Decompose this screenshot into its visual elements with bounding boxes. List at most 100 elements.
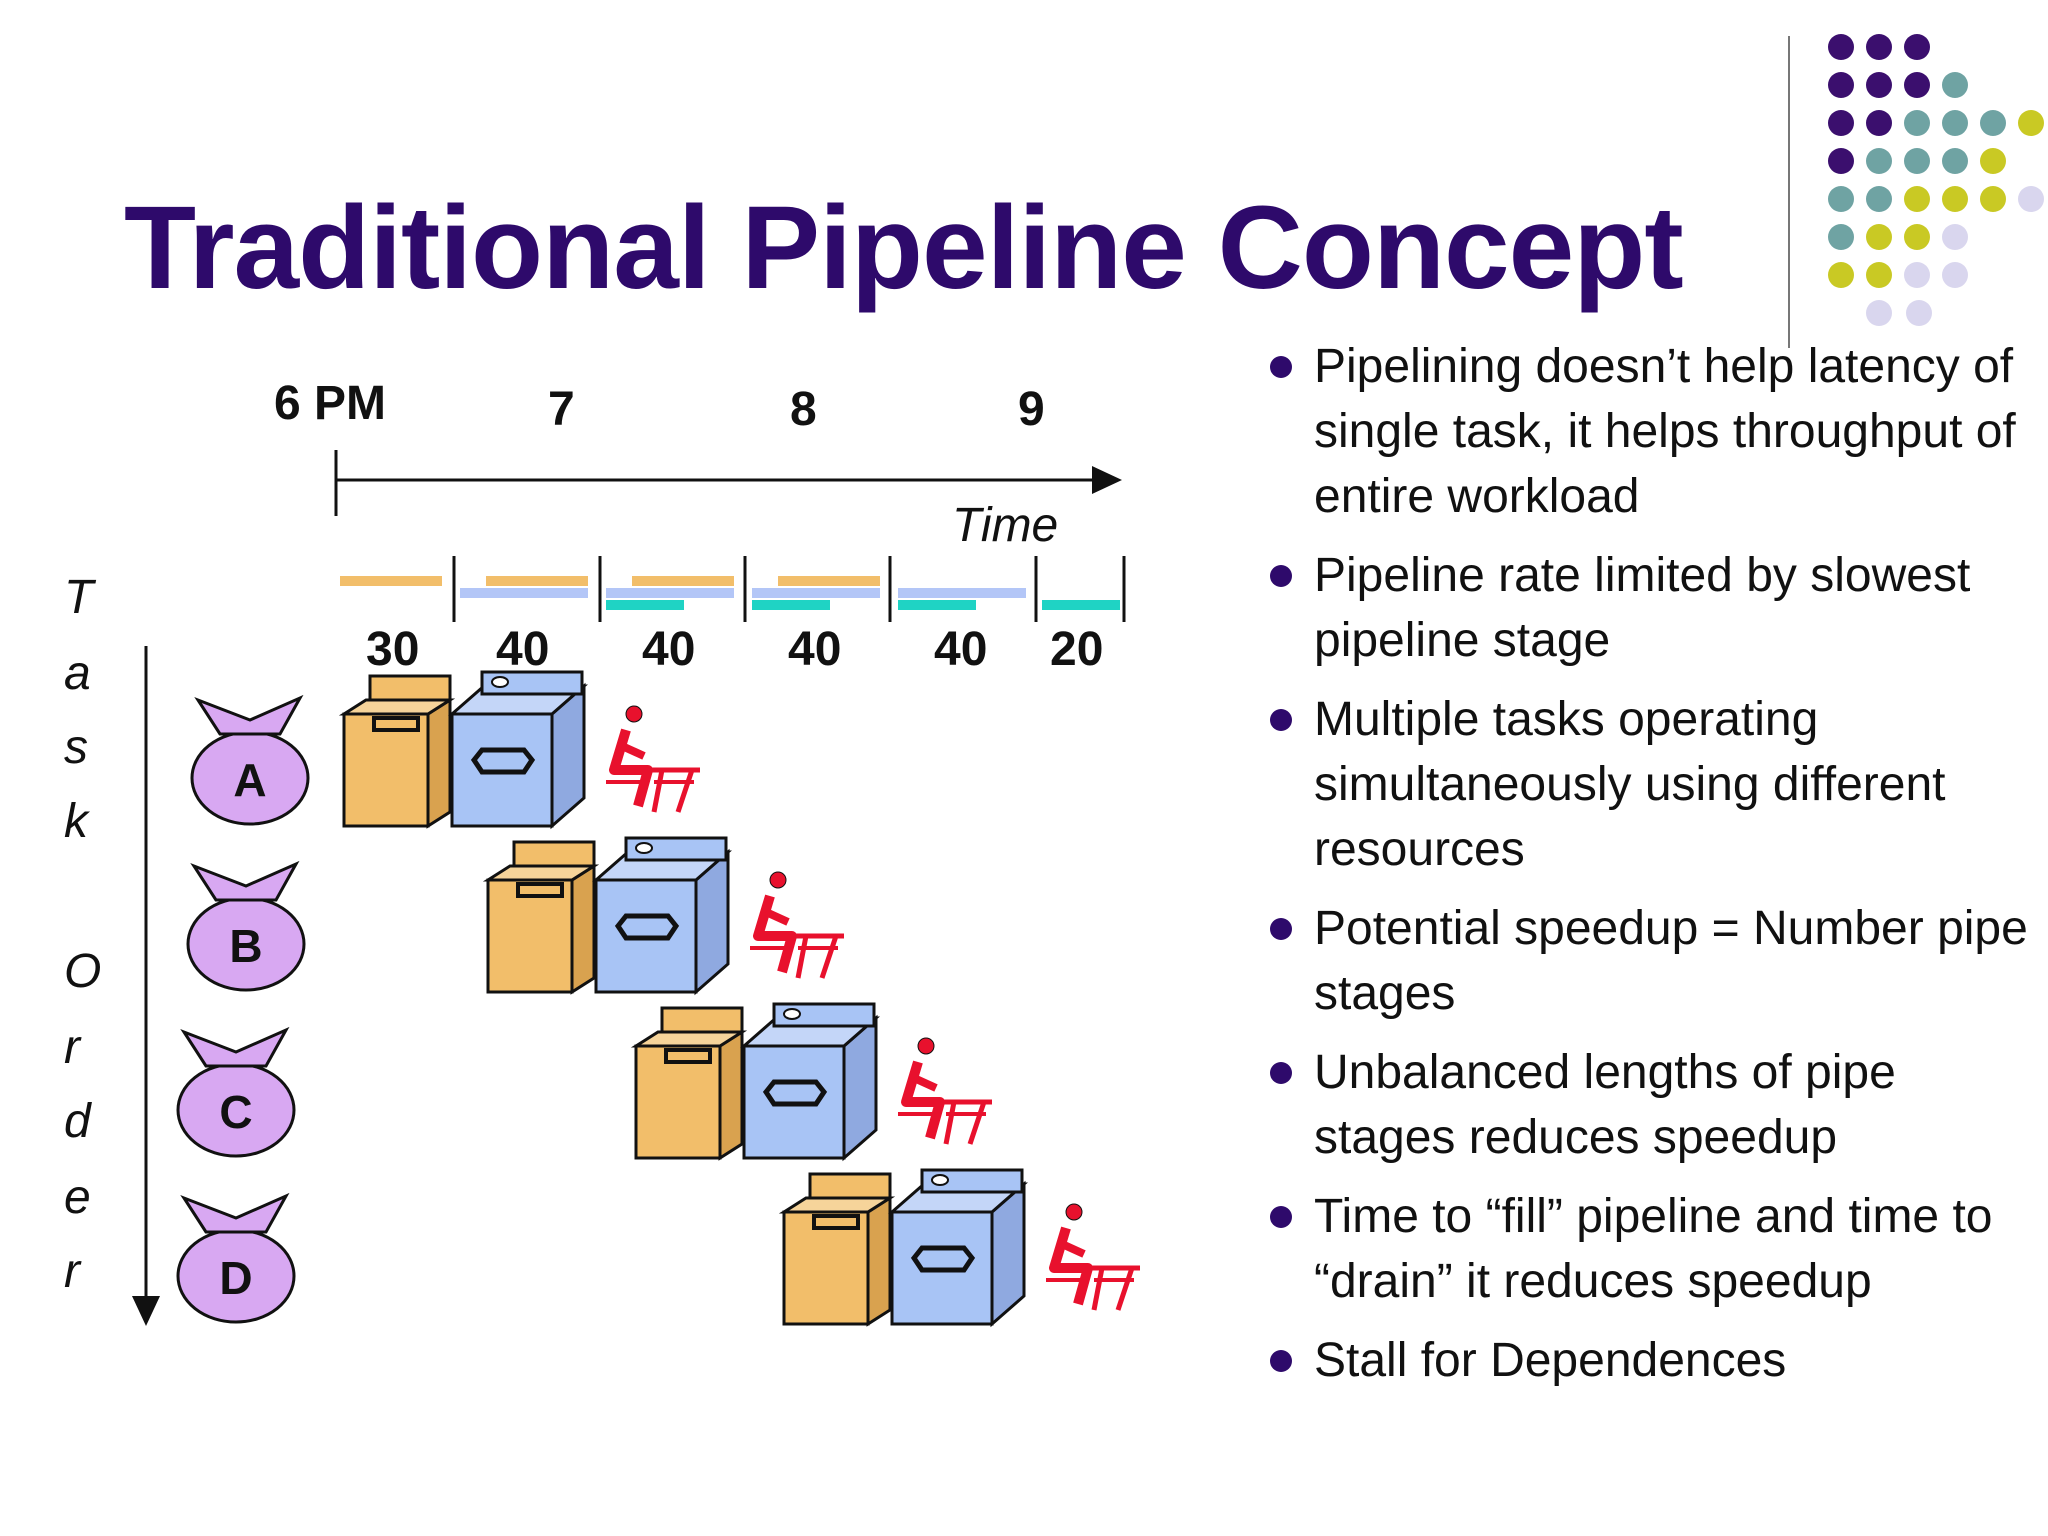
decor-dot: [1942, 186, 1968, 212]
duration-label: 40: [788, 623, 842, 676]
task-label: C: [219, 1086, 252, 1138]
task-row: D: [176, 1168, 1140, 1328]
decor-dot: [1828, 72, 1854, 98]
task-order-char: k: [64, 795, 88, 848]
decor-dot: [1866, 262, 1892, 288]
bullet-text: Potential speedup = Number pipe stages: [1314, 902, 2028, 1020]
decor-dot: [1942, 224, 1968, 250]
bullet-item: Pipeline rate limited by slowest pipelin…: [1268, 543, 2028, 673]
bullet-dot-icon: [1270, 1350, 1292, 1372]
decor-dot: [1980, 148, 2006, 174]
laundry-bag-icon: D: [176, 1192, 296, 1324]
decor-dot: [1904, 262, 1930, 288]
dryer-icon: [888, 1168, 1028, 1328]
decor-dot: [1866, 34, 1892, 60]
task-order-char: r: [64, 1021, 80, 1074]
task-row: B: [186, 836, 844, 996]
bullet-text: Pipelining doesn’t help latency of singl…: [1314, 340, 2016, 523]
title-divider-line: [1788, 36, 1790, 348]
bullet-item: Time to “fill” pipeline and time to “dra…: [1268, 1184, 2028, 1314]
task-label: D: [219, 1252, 252, 1304]
bullet-text: Stall for Dependences: [1314, 1334, 1787, 1387]
bullet-dot-icon: [1270, 709, 1292, 731]
duration-label: 40: [642, 623, 696, 676]
decor-dot: [1866, 110, 1892, 136]
folding-person-icon: [1046, 1203, 1140, 1311]
decor-dot: [1866, 186, 1892, 212]
task-order-char: O: [64, 945, 102, 998]
decor-dot: [1866, 148, 1892, 174]
dryer-icon: [740, 1002, 880, 1162]
decor-dot: [1942, 110, 1968, 136]
decor-dot: [1866, 224, 1892, 250]
dryer-icon: [592, 836, 732, 996]
laundry-bag-icon: C: [176, 1026, 296, 1158]
duration-label: 40: [496, 623, 550, 676]
time-label-6pm: 6 PM: [274, 377, 387, 430]
task-row: C: [176, 1002, 992, 1162]
decor-dot: [1828, 224, 1854, 250]
decor-dot: [1904, 34, 1930, 60]
task-order-char: d: [64, 1095, 91, 1148]
decor-dot: [2018, 110, 2044, 136]
bullet-text: Unbalanced lengths of pipe stages reduce…: [1314, 1046, 1896, 1164]
decor-dot: [2018, 186, 2044, 212]
bullet-item: Potential speedup = Number pipe stages: [1268, 896, 2028, 1026]
stage-dividers: [452, 556, 1126, 622]
decor-dot: [1904, 72, 1930, 98]
bullet-dot-icon: [1270, 565, 1292, 587]
timeline-arrowhead: [1092, 466, 1122, 494]
decor-dot: [1904, 110, 1930, 136]
task-order-char: e: [64, 1171, 91, 1224]
decor-dot: [1904, 186, 1930, 212]
decor-dot: [1828, 110, 1854, 136]
duration-label: 30: [366, 623, 420, 676]
task-order-char: a: [64, 647, 91, 700]
decor-dot: [1828, 262, 1854, 288]
folding-person-icon: [898, 1037, 992, 1145]
decor-dot: [1866, 300, 1892, 326]
bullet-item: Multiple tasks operating simultaneously …: [1268, 687, 2028, 882]
laundry-bag-icon: B: [186, 860, 306, 992]
task-order-char: s: [64, 721, 88, 774]
bullet-dot-icon: [1270, 1062, 1292, 1084]
decor-dot: [1904, 148, 1930, 174]
decor-dot: [1866, 72, 1892, 98]
decor-dot: [1942, 72, 1968, 98]
bullet-text: Multiple tasks operating simultaneously …: [1314, 693, 1946, 876]
task-row: A: [190, 670, 700, 830]
decor-dot: [1828, 186, 1854, 212]
dryer-icon: [448, 670, 588, 830]
bullet-dot-icon: [1270, 1206, 1292, 1228]
bullet-item: Stall for Dependences: [1268, 1328, 2028, 1393]
decor-dot: [1942, 148, 1968, 174]
duration-label: 40: [934, 623, 988, 676]
bullet-item: Pipelining doesn’t help latency of singl…: [1268, 334, 2028, 529]
washer-icon: [778, 1172, 896, 1327]
duration-label: 20: [1050, 623, 1104, 676]
task-order-char: r: [64, 1245, 80, 1298]
decor-dot: [1980, 186, 2006, 212]
decor-dot: [1906, 300, 1932, 326]
bullet-dot-icon: [1270, 918, 1292, 940]
stage-bars: [340, 576, 1120, 610]
time-label-8: 8: [790, 383, 817, 436]
task-label: B: [229, 920, 262, 972]
washer-icon: [482, 840, 600, 995]
decor-dot: [1980, 110, 2006, 136]
time-label-7: 7: [548, 383, 575, 436]
task-order-char: T: [64, 571, 94, 624]
bullet-dot-icon: [1270, 356, 1292, 378]
decor-dot: [1828, 34, 1854, 60]
laundry-bag-icon: A: [190, 694, 310, 826]
decor-dot: [1828, 148, 1854, 174]
decor-dot: [1904, 224, 1930, 250]
time-label-9: 9: [1018, 383, 1045, 436]
bullet-list: Pipelining doesn’t help latency of singl…: [1268, 334, 2028, 1407]
task-order-arrowhead: [132, 1296, 160, 1326]
decor-dot: [1942, 262, 1968, 288]
slide-title: Traditional Pipeline Concept: [124, 182, 1684, 314]
bullet-item: Unbalanced lengths of pipe stages reduce…: [1268, 1040, 2028, 1170]
folding-person-icon: [750, 871, 844, 979]
